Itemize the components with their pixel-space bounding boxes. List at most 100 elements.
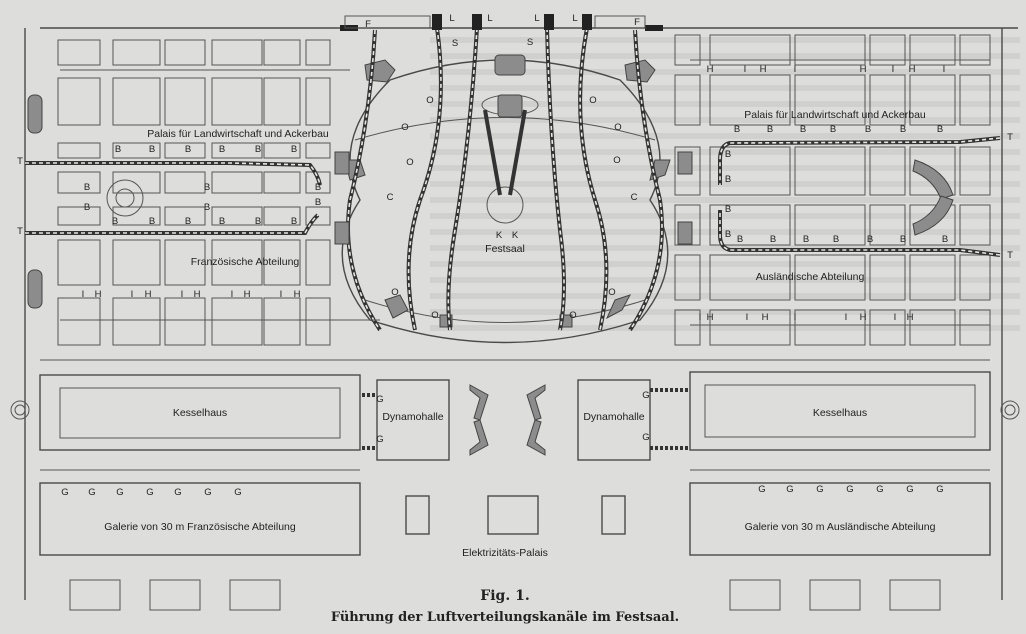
marker-h: H [760,64,767,75]
site-outline [24,27,1018,600]
marker-i: I [280,289,283,300]
marker-h: H [194,289,201,300]
marker-g: G [816,484,823,495]
marker-t: T [1007,132,1013,143]
marker-b: B [767,124,773,135]
marker-b: B [725,204,731,215]
label-palais-right: Palais für Landwirtschaft und Ackerbau [744,109,926,121]
marker-h: H [244,289,251,300]
marker-i: I [892,64,895,75]
marker-b: B [900,124,906,135]
marker-b: B [803,234,809,245]
city-block [869,34,906,66]
marker-b: B [185,144,191,155]
marker-h: H [294,289,301,300]
marker-g: G [906,484,913,495]
city-block [57,142,101,159]
marker-b: B [112,216,118,227]
city-block [164,39,206,66]
city-block [909,204,956,246]
city-block [305,171,331,194]
marker-g: G [204,487,211,498]
city-block [57,297,101,346]
city-block [709,74,791,126]
city-block [164,206,206,226]
city-block [709,254,791,301]
marker-i: I [744,64,747,75]
city-block [869,74,906,126]
marker-i: I [131,289,134,300]
city-block [263,239,301,286]
city-block [112,171,161,194]
city-block [674,146,701,196]
city-block [263,142,301,159]
marker-b: B [115,144,121,155]
city-block [164,142,206,159]
label-festsaal: Festsaal [485,243,525,255]
city-block [709,204,791,246]
city-block [794,146,866,196]
marker-o: O [614,122,621,133]
marker-t: T [17,226,23,237]
city-block [305,297,331,346]
marker-b: B [204,182,210,193]
marker-g: G [936,484,943,495]
marker-h: H [860,312,867,323]
marker-b: B [867,234,873,245]
marker-h: H [145,289,152,300]
city-block [211,297,263,346]
marker-g: G [88,487,95,498]
marker-g: G [234,487,241,498]
marker-g: G [846,484,853,495]
marker-f: F [365,19,371,30]
city-block [305,206,331,226]
city-block [112,206,161,226]
marker-g: G [146,487,153,498]
city-block [112,239,161,286]
air-ducts [25,27,1001,332]
city-block [794,74,866,126]
marker-b: B [219,216,225,227]
marker-i: I [794,312,797,323]
city-block [909,74,956,126]
marker-b: B [725,229,731,240]
marker-c: C [631,192,638,203]
city-block [263,297,301,346]
marker-o: O [391,287,398,298]
marker-b: B [942,234,948,245]
marker-b: B [255,216,261,227]
marker-g: G [642,390,649,401]
marker-b: B [255,144,261,155]
city-block [57,239,101,286]
label-palais-left: Palais für Landwirtschaft und Ackerbau [147,128,329,140]
marker-b: B [291,216,297,227]
marker-b: B [725,174,731,185]
city-block [164,77,206,126]
marker-o: O [406,157,413,168]
city-block [112,77,161,126]
marker-l: L [534,13,539,24]
city-block [305,39,331,66]
marker-o: O [589,95,596,106]
marker-c: C [387,192,394,203]
city-block [674,254,701,301]
label-dynamohalle-right: Dynamohalle [583,411,644,423]
marker-i: I [231,289,234,300]
city-block [674,34,701,66]
marker-b: B [937,124,943,135]
fan-units [340,14,663,31]
figure-number: Fig. 1. [480,588,529,604]
label-elektrizitaets-palais: Elektrizitäts-Palais [462,547,548,559]
city-block [794,34,866,66]
marker-i: I [845,312,848,323]
city-block [709,309,791,346]
city-block [794,254,866,301]
marker-b: B [315,197,321,208]
marker-g: G [376,434,383,445]
marker-s: S [452,38,458,49]
city-block [211,39,263,66]
city-block [794,204,866,246]
marker-b: B [770,234,776,245]
marker-h: H [860,64,867,75]
